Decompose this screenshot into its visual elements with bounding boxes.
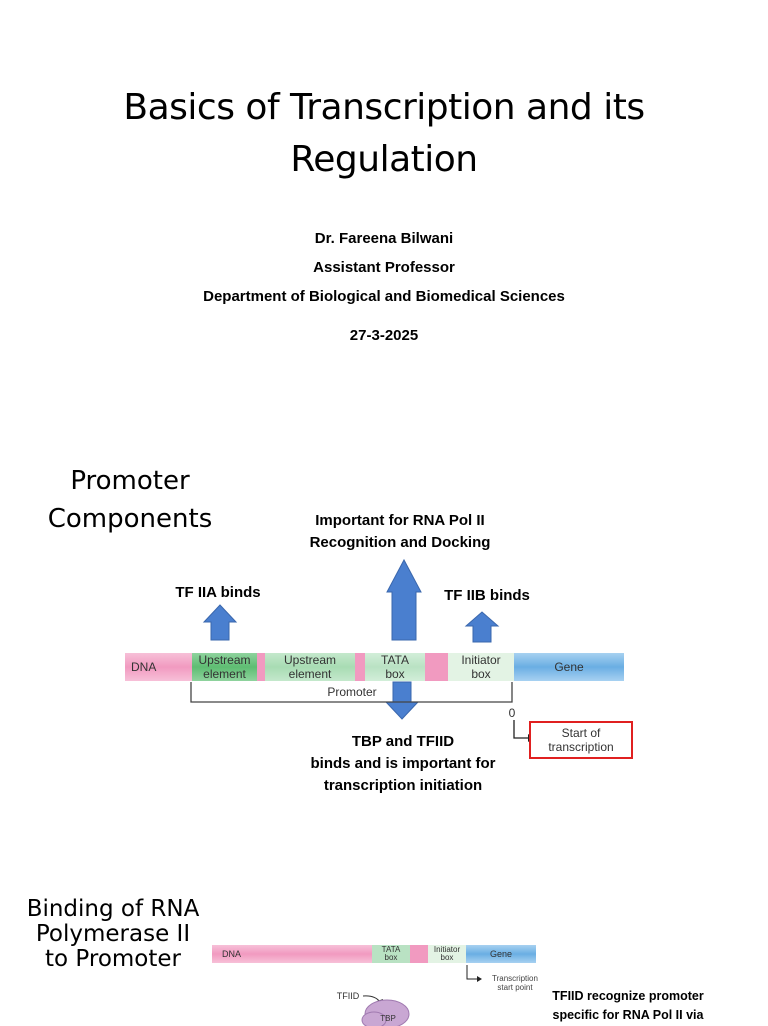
slide-heading-line1: Promoter bbox=[70, 466, 190, 496]
spacer-3 bbox=[425, 653, 448, 681]
binding-svg bbox=[361, 965, 482, 1026]
gene-segment: Gene bbox=[514, 653, 624, 681]
gene-label-small: Gene bbox=[489, 949, 513, 959]
start-arrow-line bbox=[513, 720, 528, 739]
promoter-arrows-svg bbox=[190, 558, 534, 742]
spacer-small bbox=[410, 945, 428, 963]
presentation-date: 27-3-2025 bbox=[349, 327, 419, 344]
title-slide: Basics of Transcription and its Regulati… bbox=[0, 0, 768, 432]
start-line1: Start of bbox=[561, 726, 601, 740]
initiator-small-line2: box bbox=[440, 953, 454, 962]
department-name: Department of Biological and Biomedical … bbox=[203, 288, 565, 305]
tsp-arrow-line bbox=[466, 965, 477, 980]
tf2a-up-arrow bbox=[202, 604, 238, 641]
tata-note-line2: Recognition and Docking bbox=[309, 534, 491, 551]
upstream2-line2: element bbox=[288, 667, 332, 681]
spacer-2 bbox=[355, 653, 365, 681]
tf2a-label: TF IIA binds bbox=[175, 584, 261, 601]
tata-importance-note: Important for RNA Pol II Recognition and… bbox=[270, 510, 530, 554]
slide-heading: Promoter Components bbox=[40, 462, 220, 538]
tbp-note-line3: transcription initiation bbox=[323, 777, 483, 794]
slide3-heading-line1: Binding of RNA bbox=[26, 896, 200, 922]
tata-small-line2: box bbox=[384, 953, 398, 962]
upstream1-line2: element bbox=[203, 667, 246, 681]
initiator-small-line1: Initiator bbox=[433, 945, 461, 954]
slide-heading: Binding of RNA Polymerase II to Promoter bbox=[18, 897, 208, 972]
dna-segment: DNA bbox=[125, 653, 192, 681]
tata-up-arrow bbox=[386, 558, 422, 641]
promoter-components-slide: Promoter Components Important for RNA Po… bbox=[0, 432, 768, 864]
tbp-tfiid-note: TBP and TFIID binds and is important for… bbox=[270, 731, 536, 797]
slide3-heading-line2: Polymerase II bbox=[35, 921, 191, 947]
slide-title-line2: Regulation bbox=[290, 139, 478, 180]
spacer-1 bbox=[257, 653, 265, 681]
start-line2: transcription bbox=[548, 740, 614, 754]
gene-segment-small: Gene bbox=[466, 945, 536, 963]
tfiid-recognition-note: TFIID recognize promoter specific for RN… bbox=[540, 987, 716, 1025]
note-line1: TFIID recognize promoter bbox=[552, 989, 704, 1003]
initiator-line2: box bbox=[471, 667, 491, 681]
tsp-line1: Transcription bbox=[492, 974, 538, 983]
tf2b-up-arrow bbox=[464, 611, 500, 643]
rna-pol-binding-slide: Binding of RNA Polymerase II to Promoter… bbox=[0, 864, 768, 1026]
upstream2-line1: Upstream bbox=[283, 653, 336, 667]
tbp-note-line1: TBP and TFIID bbox=[351, 733, 455, 750]
tsp-line2: start point bbox=[497, 983, 533, 992]
tata-small-line1: TATA bbox=[381, 945, 401, 954]
author-position: Assistant Professor bbox=[313, 259, 455, 276]
start-zero-label: 0 bbox=[508, 706, 516, 720]
slide-title-line1: Basics of Transcription and its bbox=[123, 87, 645, 128]
tbp-note-line2: binds and is important for bbox=[310, 755, 496, 772]
tfiid-label: TFIID bbox=[336, 991, 360, 1001]
slide-heading-line2: Components bbox=[47, 504, 213, 534]
tbp-label: TBP bbox=[380, 1014, 396, 1023]
slide3-heading-line3: to Promoter bbox=[45, 946, 181, 972]
tata-line2: box bbox=[385, 667, 405, 681]
upstream1-line1: Upstream bbox=[198, 653, 251, 667]
tata-note-line1: Important for RNA Pol II bbox=[315, 512, 485, 529]
dna-label-small: DNA bbox=[222, 949, 242, 959]
author-name: Dr. Fareena Bilwani bbox=[314, 230, 454, 247]
initiator-line1: Initiator bbox=[461, 653, 501, 667]
tata-line1: TATA bbox=[381, 653, 409, 667]
tf2b-label: TF IIB binds bbox=[444, 587, 530, 604]
promoter-label: Promoter bbox=[312, 683, 392, 701]
tbp-protein-lobe bbox=[361, 1011, 387, 1026]
promoter-bracket bbox=[190, 682, 513, 703]
dna-segment-small: DNA bbox=[212, 945, 372, 963]
note-line2: specific for RNA Pol II via bbox=[552, 1008, 704, 1022]
dna-label: DNA bbox=[131, 660, 157, 674]
gene-label: Gene bbox=[554, 660, 584, 674]
tsp-arrow-head bbox=[477, 976, 482, 982]
